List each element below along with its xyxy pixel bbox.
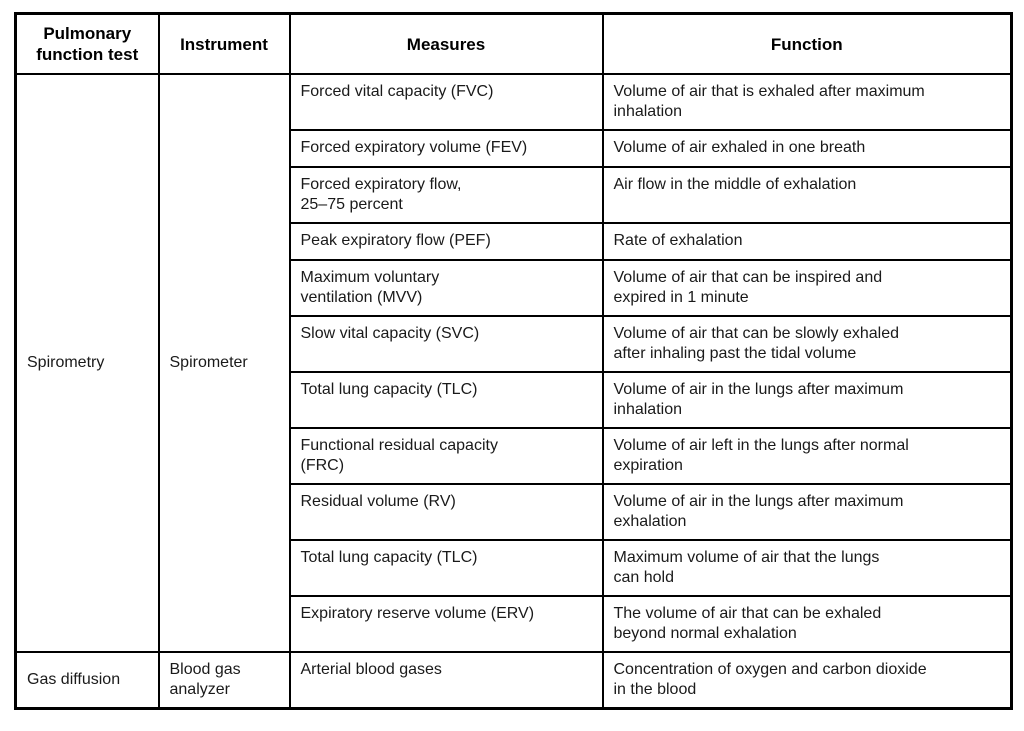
col-header-instrument: Instrument: [157, 12, 291, 75]
table-row-fef: Forced expiratory flow, 25–75 percent Ai…: [16, 166, 1013, 224]
function-cell: Volume of air that can be inspired and e…: [601, 259, 1013, 317]
table-row-frc: Functional residual capacity (FRC) Volum…: [16, 427, 1013, 485]
function-cell: Volume of air that can be slowly exhaled…: [601, 315, 1013, 373]
function-cell: Rate of exhalation: [601, 222, 1013, 261]
measure-cell: Total lung capacity (TLC): [288, 539, 604, 597]
function-cell: Volume of air in the lungs after maximum…: [601, 483, 1013, 541]
pulmonary-function-table: Pulmonary function test Instrument Measu…: [14, 12, 1013, 710]
measure-cell: Expiratory reserve volume (ERV): [288, 595, 604, 653]
table-row-erv: Expiratory reserve volume (ERV) The volu…: [16, 595, 1013, 653]
measure-cell: Functional residual capacity (FRC): [288, 427, 604, 485]
measure-cell: Arterial blood gases: [288, 651, 604, 710]
table-row-tlc: Total lung capacity (TLC) Volume of air …: [16, 371, 1013, 429]
function-cell: Air flow in the middle of exhalation: [601, 166, 1013, 224]
measure-cell: Forced expiratory flow, 25–75 percent: [288, 166, 604, 224]
function-cell: Volume of air in the lungs after maximum…: [601, 371, 1013, 429]
measure-cell: Slow vital capacity (SVC): [288, 315, 604, 373]
measure-cell: Total lung capacity (TLC): [288, 371, 604, 429]
function-cell: Volume of air left in the lungs after no…: [601, 427, 1013, 485]
table-row-fvc: Spirometry Spirometer Forced vital capac…: [14, 73, 1013, 653]
function-cell: Volume of air that is exhaled after maxi…: [601, 73, 1013, 131]
function-cell: Volume of air exhaled in one breath: [601, 129, 1013, 168]
measure-cell: Residual volume (RV): [288, 483, 604, 541]
test-cell-gas-diffusion: Gas diffusion: [14, 651, 160, 710]
measure-cell: Forced expiratory volume (FEV): [288, 129, 604, 168]
test-cell-spirometry: Spirometry: [14, 73, 160, 653]
measure-cell: Maximum voluntary ventilation (MVV): [288, 259, 604, 317]
table-row-svc: Slow vital capacity (SVC) Volume of air …: [16, 315, 1013, 373]
function-cell: The volume of air that can be exhaled be…: [601, 595, 1013, 653]
col-header-pulmonary-function-test: Pulmonary function test: [14, 12, 160, 75]
table-row-fev: Forced expiratory volume (FEV) Volume of…: [16, 129, 1013, 168]
col-header-function: Function: [601, 12, 1013, 75]
table-row-gas-diffusion: Gas diffusion Blood gas analyzer Arteria…: [14, 651, 1013, 710]
measure-cell: Peak expiratory flow (PEF): [288, 222, 604, 261]
table-row-tlc-2: Total lung capacity (TLC) Maximum volume…: [16, 539, 1013, 597]
measure-cell: Forced vital capacity (FVC): [288, 73, 604, 131]
col-header-measures: Measures: [288, 12, 604, 75]
instrument-cell-spirometer: Spirometer: [157, 73, 291, 653]
table-row-mvv: Maximum voluntary ventilation (MVV) Volu…: [16, 259, 1013, 317]
table-row-rv: Residual volume (RV) Volume of air in th…: [16, 483, 1013, 541]
function-cell: Maximum volume of air that the lungs can…: [601, 539, 1013, 597]
table-row-pef: Peak expiratory flow (PEF) Rate of exhal…: [16, 222, 1013, 261]
function-cell: Concentration of oxygen and carbon dioxi…: [601, 651, 1013, 710]
instrument-cell-blood-gas-analyzer: Blood gas analyzer: [157, 651, 291, 710]
header-row: Pulmonary function test Instrument Measu…: [14, 12, 1013, 75]
